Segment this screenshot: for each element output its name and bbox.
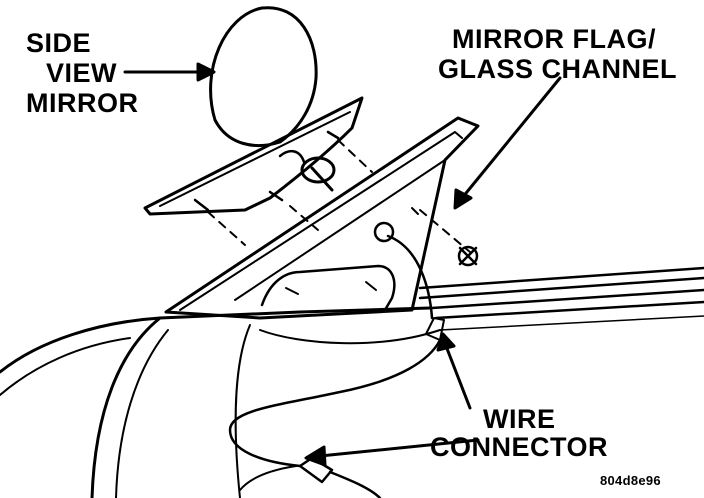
wire-harness bbox=[228, 234, 445, 498]
mirror-base-plate bbox=[143, 96, 364, 216]
figure-code: 804d8e96 bbox=[600, 473, 661, 488]
door-panel bbox=[0, 306, 441, 498]
callout-arrows bbox=[123, 62, 562, 467]
side-view-mirror-label-1: SIDE bbox=[26, 28, 92, 58]
side-view-mirror-label-2: VIEW bbox=[46, 58, 118, 88]
mirror-flag-label-1: MIRROR FLAG/ bbox=[452, 24, 656, 54]
window-channel bbox=[418, 266, 704, 331]
mirror-flag-label-2: GLASS CHANNEL bbox=[438, 54, 678, 84]
mirror-head bbox=[209, 6, 318, 147]
wire-connector-label-2: CONNECTOR bbox=[430, 432, 609, 462]
alignment-lines bbox=[207, 139, 471, 253]
side-view-mirror-label-3: MIRROR bbox=[26, 88, 139, 118]
wire-connector-label-1: WIRE bbox=[483, 404, 556, 434]
fastener-nut bbox=[457, 245, 479, 267]
mirror-flag bbox=[164, 116, 480, 320]
